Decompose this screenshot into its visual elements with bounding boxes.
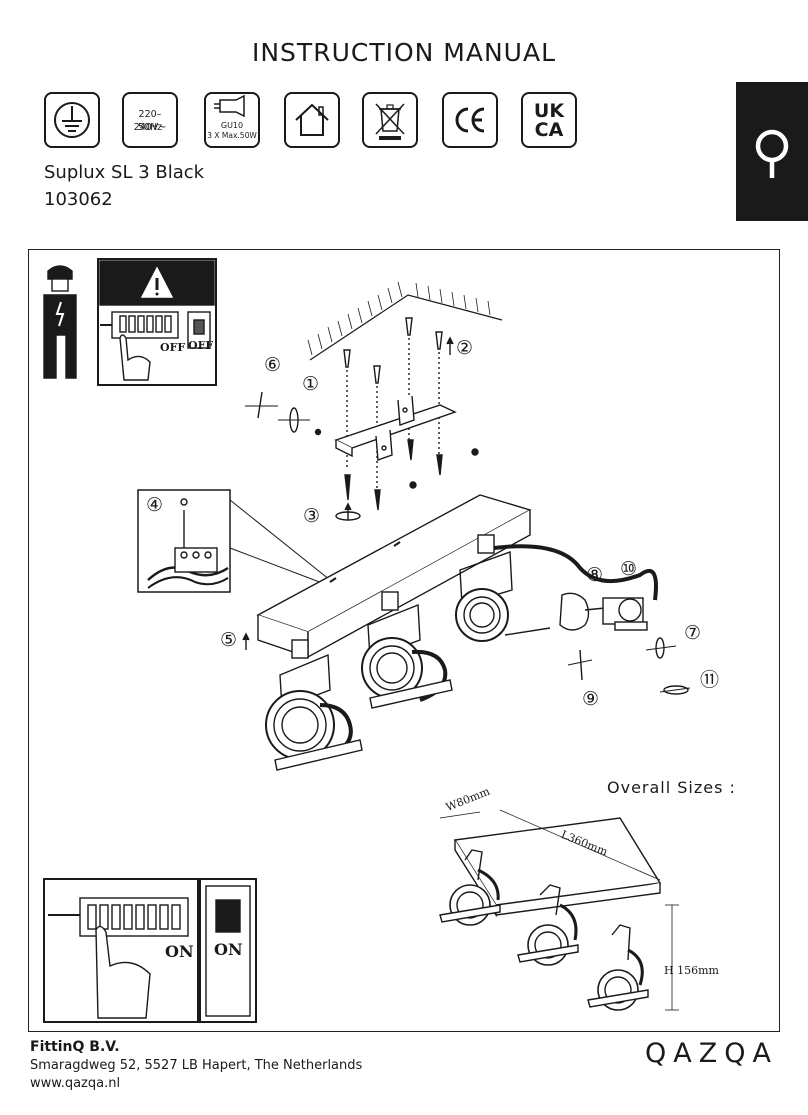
off-label-breaker: OFF — [188, 339, 214, 352]
step-4-label: ④ — [146, 494, 164, 516]
spotlight-3 — [455, 534, 658, 642]
wiring-detail — [137, 489, 331, 593]
step-9-label: ⑨ — [582, 688, 600, 710]
off-label-switch: OFF — [160, 341, 186, 354]
electrician-icon — [43, 265, 77, 379]
spotlight-1 — [265, 639, 363, 771]
step-2-label: ② — [456, 337, 474, 359]
page-title: INSTRUCTION MANUAL — [251, 38, 556, 67]
footer-company: FittinQ B.V. — [30, 1039, 120, 1055]
product-code: 103062 — [44, 189, 113, 210]
bulb-max: 3 X Max.50W — [207, 131, 257, 140]
power-off-panel — [97, 258, 217, 386]
weee-bin-icon — [362, 92, 418, 148]
overall-sizes-title: Overall Sizes : — [607, 778, 736, 797]
power-on-panel — [43, 878, 257, 1023]
on-label-breaker: ON — [165, 942, 194, 961]
gu10-bulb-icon: GU10 3 X Max.50W — [204, 92, 260, 148]
indoor-house-icon — [284, 92, 340, 148]
wall-anchors — [343, 317, 443, 490]
voltage-label: 220–240V~ 50Hz — [122, 92, 178, 148]
overall-sizes-drawing — [439, 809, 679, 1011]
voltage-line-2: 50Hz — [137, 122, 163, 133]
ce-mark-icon — [442, 92, 498, 148]
step-11-label: ⑪ — [700, 669, 720, 691]
ukca-line-2: CA — [534, 119, 564, 141]
step-10-label: ⑩ — [620, 558, 638, 580]
footer-address: Smaragdweg 52, 5527 LB Hapert, The Nethe… — [30, 1058, 363, 1073]
ukca-line-1: UK — [533, 100, 565, 122]
earth-ground-icon — [44, 92, 100, 148]
gu10-bulb-part — [559, 592, 648, 631]
lamp-base-plate — [256, 494, 532, 659]
step-1-label: ① — [302, 373, 320, 395]
mounting-bracket — [334, 395, 457, 461]
spotlight-2 — [361, 591, 453, 709]
bulb-type: GU10 — [220, 121, 244, 130]
footer-website: www.qazqa.nl — [30, 1076, 121, 1091]
step-7-label: ⑦ — [684, 622, 702, 644]
on-label-switch: ON — [214, 940, 243, 959]
brand-wordmark: QAZQA — [645, 1038, 778, 1069]
voltage-line-1: 220–240V~ — [133, 109, 167, 133]
ukca-mark-icon: UK CA — [521, 92, 577, 148]
step-3-label: ③ — [303, 505, 321, 527]
step-8-label: ⑧ — [586, 564, 604, 586]
instruction-diagram-frame — [28, 249, 780, 1032]
step-6-label: ⑥ — [264, 354, 282, 376]
height-dimension: H 156mm — [664, 964, 719, 977]
product-name: Suplux SL 3 Black — [44, 162, 205, 183]
step-5-label: ⑤ — [220, 629, 238, 651]
qazqa-logo-icon — [755, 129, 789, 178]
brand-tab — [736, 82, 808, 221]
